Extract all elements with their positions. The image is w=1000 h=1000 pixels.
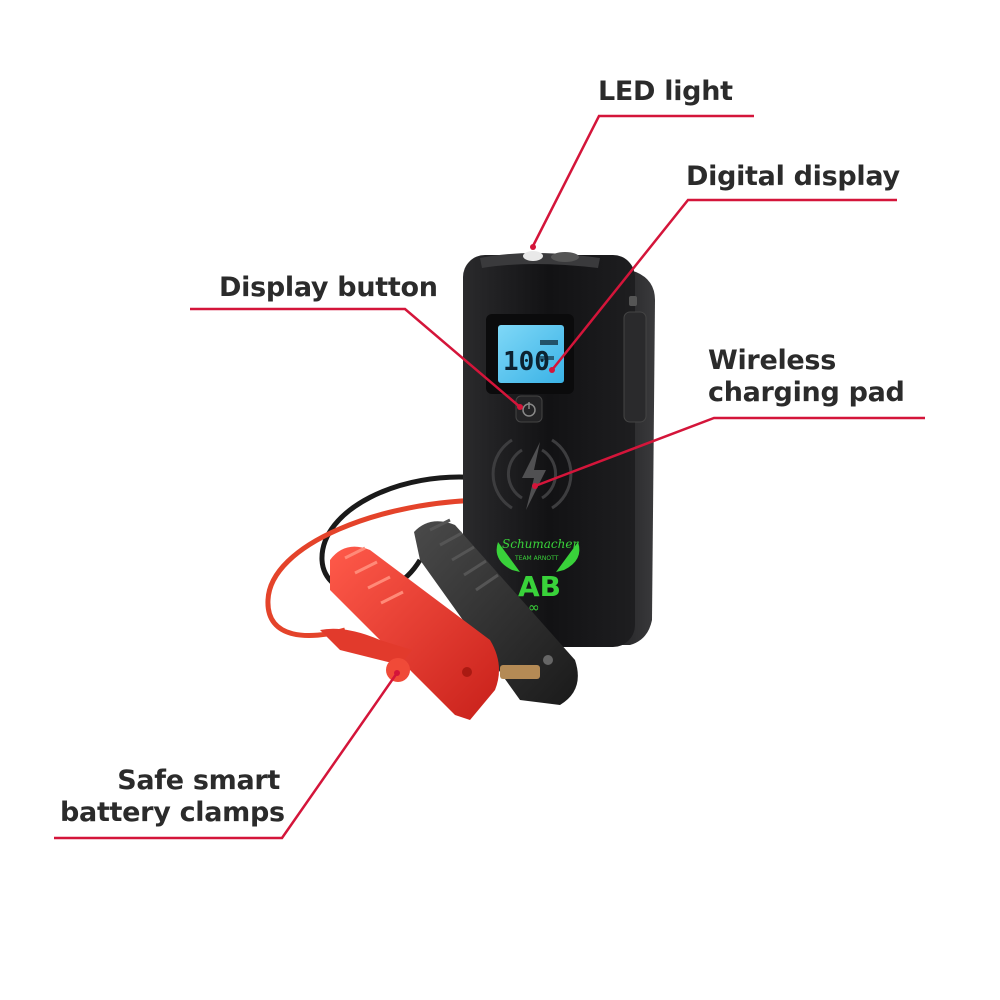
leader-line-button [190, 307, 521, 408]
callout-wireless-pad-line1: Wireless [708, 345, 836, 376]
led-light-icon [523, 251, 543, 261]
callout-digital-display: Digital display [686, 161, 900, 193]
red-clamp [320, 546, 499, 720]
red-cable [265, 497, 491, 638]
callout-clamps-line1: Safe smart [117, 765, 280, 796]
callout-display-button-text: Display button [219, 272, 438, 303]
screen-readout: 100 [503, 347, 550, 377]
leader-line-display [551, 198, 897, 371]
callout-clamps: Safe smart battery clamps [60, 765, 285, 829]
wireless-charging-pad [491, 438, 573, 510]
leader-line-clamps [54, 672, 399, 840]
brand-script: Schumacher [502, 537, 579, 551]
black-clamp [414, 518, 578, 705]
lightning-bolt-icon [522, 442, 546, 510]
callout-digital-display-text: Digital display [686, 161, 900, 192]
bull-logo-icon: Schumacher TEAM ARNOTT AB ∞ [496, 537, 579, 616]
leader-line-wireless [534, 416, 925, 488]
callout-display-button: Display button [219, 272, 438, 304]
logo-mark: ∞ [528, 600, 540, 616]
brand-sub: TEAM ARNOTT [514, 555, 559, 562]
digital-display [498, 325, 564, 383]
callout-wireless-pad: Wireless charging pad [708, 345, 905, 409]
callout-led-light: LED light [598, 76, 733, 108]
callout-clamps-line2: battery clamps [60, 797, 285, 828]
leader-line-led [531, 114, 754, 247]
logo-letters: AB [518, 570, 561, 603]
callout-led-light-text: LED light [598, 76, 733, 107]
power-icon [522, 402, 536, 417]
callout-wireless-pad-line2: charging pad [708, 377, 905, 408]
